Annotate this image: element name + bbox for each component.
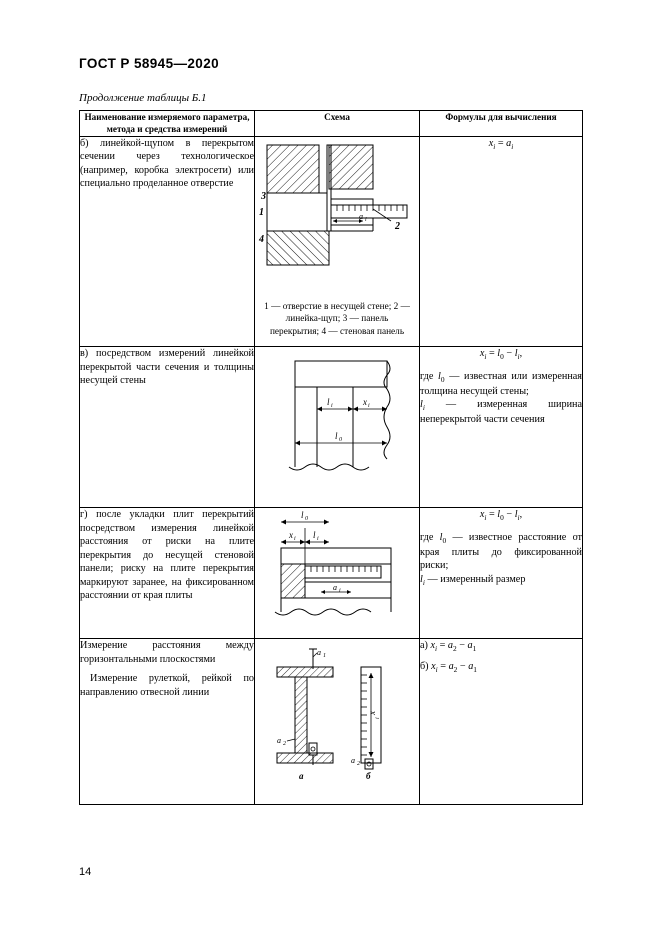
row-v-formula-main: xi = l0 − li,	[479, 348, 523, 362]
svg-text:l: l	[327, 397, 330, 407]
svg-text:i: i	[317, 536, 319, 542]
row-b-schema: 3 1 4 2 a i 1 — отверстие в несущей стен…	[254, 135, 420, 348]
svg-text:a: a	[277, 736, 281, 745]
page-number: 14	[79, 866, 92, 878]
svg-text:x: x	[367, 711, 377, 716]
svg-text:x: x	[288, 530, 293, 540]
row-g-formula-main: xi = l0 − li,	[479, 509, 523, 523]
schema-diagram-v: l i x i l 0	[288, 360, 391, 471]
row-b-formula: xi = ai	[419, 135, 583, 348]
table-header-row: Наименование измеряемого параметра, мето…	[79, 110, 583, 137]
row-g-schema: l 0 x i l i	[254, 507, 420, 640]
svg-text:3: 3	[260, 191, 266, 202]
row-g-description: г) после укладки плит перекрытий посредс…	[79, 507, 255, 640]
header-formulas: Формулы для вычисления	[419, 110, 583, 137]
svg-text:l: l	[313, 530, 316, 540]
row-last-line2: Измерение рулеткой, рейкой по направлени…	[80, 673, 254, 698]
schema-diagram-g: l 0 x i l i	[274, 510, 392, 616]
schema-diagram-b: 3 1 4 2 a i	[258, 144, 408, 266]
row-b-description: б) линейкой-щупом в перекрытом сечении ч…	[79, 135, 255, 348]
row-v-formula-note: где l0 — известная или измеренная толщин…	[420, 370, 582, 426]
row-g-formula-note: где l0 — известное расстояние от края пл…	[420, 531, 582, 588]
svg-text:a: a	[333, 583, 337, 592]
table-row: Измерение расстояния между горизонтальны…	[79, 638, 583, 806]
row-v-schema: l i x i l 0	[254, 346, 420, 509]
table-row: б) линейкой-щупом в перекрытом сечении ч…	[79, 135, 583, 348]
svg-text:0: 0	[339, 437, 342, 443]
svg-text:i: i	[339, 588, 341, 594]
standard-title: ГОСТ Р 58945—2020	[79, 56, 220, 71]
svg-text:a: a	[359, 212, 363, 221]
svg-text:0: 0	[305, 516, 308, 522]
svg-text:2: 2	[283, 741, 286, 747]
svg-text:i: i	[368, 403, 370, 409]
svg-text:2: 2	[394, 221, 400, 232]
svg-text:а: а	[299, 771, 304, 781]
row-last-formula-b: б) xi = a2 − a1	[420, 660, 477, 674]
svg-text:a: a	[351, 756, 355, 765]
row-last-line1: Измерение расстояния между горизонтальны…	[80, 640, 254, 665]
row-last-formula: а) xi = a2 − a1 б) xi = a2 − a1	[419, 638, 583, 806]
table-row: г) после укладки плит перекрытий посредс…	[79, 507, 583, 640]
schema-diagram-last: a 1 a 2 а	[276, 648, 382, 781]
header-parameter: Наименование измеряемого параметра, мето…	[79, 110, 255, 137]
measurement-table: Наименование измеряемого параметра, мето…	[79, 110, 583, 806]
svg-text:l: l	[335, 431, 338, 441]
svg-text:б: б	[366, 771, 371, 781]
svg-text:i: i	[294, 536, 296, 542]
svg-text:4: 4	[258, 234, 264, 245]
row-v-description: в) посредством измерений линейкой перекр…	[79, 346, 255, 509]
svg-text:i: i	[365, 217, 367, 223]
svg-text:i: i	[331, 403, 333, 409]
table-row: в) посредством измерений линейкой перекр…	[79, 346, 583, 509]
svg-text:1: 1	[323, 653, 326, 659]
row-b-formula-main: xi = ai	[488, 137, 514, 151]
row-b-legend: 1 — отверстие в несущей стене; 2 — линей…	[264, 301, 410, 337]
row-v-formula: xi = l0 − li, где l0 — известная или изм…	[419, 346, 583, 509]
svg-text:1: 1	[259, 207, 264, 218]
svg-text:l: l	[301, 510, 304, 520]
row-last-schema: a 1 a 2 а	[254, 638, 420, 806]
svg-text:x: x	[362, 397, 367, 407]
svg-text:2: 2	[357, 761, 360, 767]
header-schema: Схема	[254, 110, 420, 137]
svg-text:i: i	[375, 717, 381, 719]
table-caption: Продолжение таблицы Б.1	[79, 92, 207, 104]
row-g-formula: xi = l0 − li, где l0 — известное расстоя…	[419, 507, 583, 640]
row-last-description: Измерение расстояния между горизонтальны…	[79, 638, 255, 806]
row-last-formula-a: а) xi = a2 − a1	[420, 640, 477, 654]
svg-text:a: a	[317, 648, 321, 657]
